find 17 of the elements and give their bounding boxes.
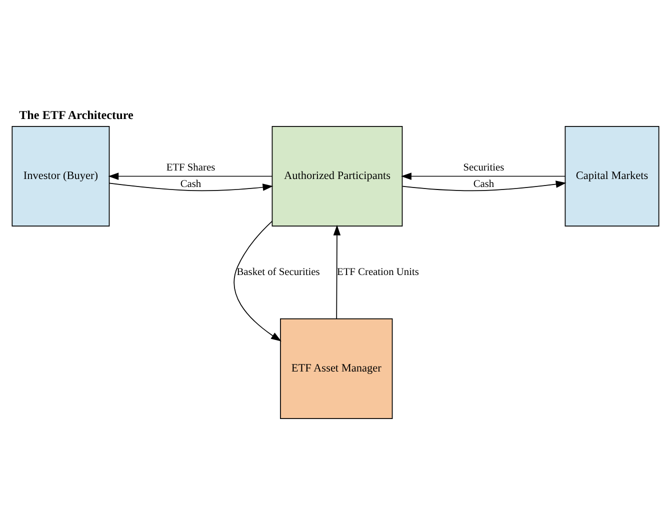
arrow xyxy=(333,224,341,318)
arrow xyxy=(234,220,282,341)
arrow xyxy=(402,180,566,191)
node-box: Investor (Buyer) xyxy=(12,125,110,226)
node-box: Authorized Participants xyxy=(272,125,403,226)
edge-label: Cash xyxy=(473,178,494,190)
arrow xyxy=(108,172,272,180)
edge-label: ETF Creation Units xyxy=(336,266,419,278)
node-box: ETF Asset Manager xyxy=(280,318,393,418)
edge-label: Securities xyxy=(463,162,504,174)
diagram-title: The ETF Architecture xyxy=(19,107,134,122)
node-box: Capital Markets xyxy=(564,125,660,226)
edge-label: Basket of Securities xyxy=(236,266,320,278)
edge-label: ETF Shares xyxy=(166,162,216,174)
edge-label: Cash xyxy=(180,178,202,190)
arrow xyxy=(108,182,274,191)
arrow xyxy=(401,172,566,180)
